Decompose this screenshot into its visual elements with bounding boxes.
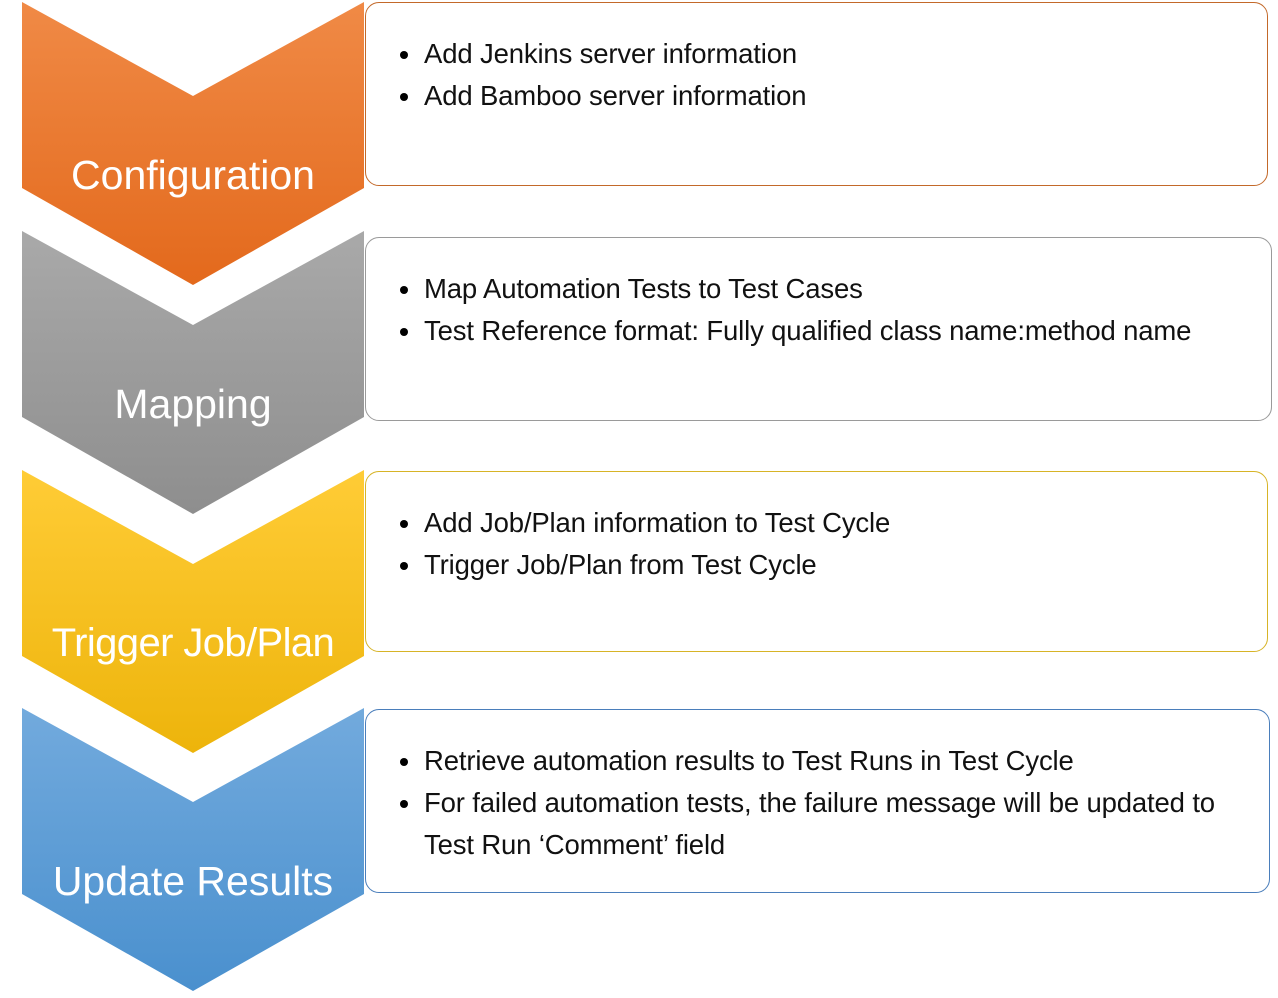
bullet-list-configuration: Add Jenkins server information Add Bambo… <box>394 33 1247 117</box>
callout-card-mapping: Map Automation Tests to Test Cases Test … <box>365 237 1272 421</box>
list-item: Test Reference format: Fully qualified c… <box>394 310 1253 352</box>
chevron-icon-configuration <box>22 2 364 285</box>
list-item: For failed automation tests, the failure… <box>394 782 1251 866</box>
callout-card-configuration: Add Jenkins server information Add Bambo… <box>365 2 1268 186</box>
chevron-shape-update-results[interactable]: Update Results <box>0 706 380 998</box>
bullet-list-update-results: Retrieve automation results to Test Runs… <box>394 740 1251 866</box>
bullet-list-mapping: Map Automation Tests to Test Cases Test … <box>394 268 1253 352</box>
chevron-icon-mapping <box>22 231 364 514</box>
chevron-icon-trigger-job-plan <box>22 470 364 753</box>
list-item: Retrieve automation results to Test Runs… <box>394 740 1251 782</box>
list-item: Add Bamboo server information <box>394 75 1247 117</box>
list-item: Map Automation Tests to Test Cases <box>394 268 1253 310</box>
callout-card-update-results: Retrieve automation results to Test Runs… <box>365 709 1270 893</box>
list-item: Add Job/Plan information to Test Cycle <box>394 502 1247 544</box>
list-item: Trigger Job/Plan from Test Cycle <box>394 544 1247 586</box>
chevron-icon-update-results <box>22 708 364 991</box>
callout-card-trigger-job-plan: Add Job/Plan information to Test Cycle T… <box>365 471 1268 652</box>
bullet-list-trigger-job-plan: Add Job/Plan information to Test Cycle T… <box>394 502 1247 586</box>
list-item: Add Jenkins server information <box>394 33 1247 75</box>
